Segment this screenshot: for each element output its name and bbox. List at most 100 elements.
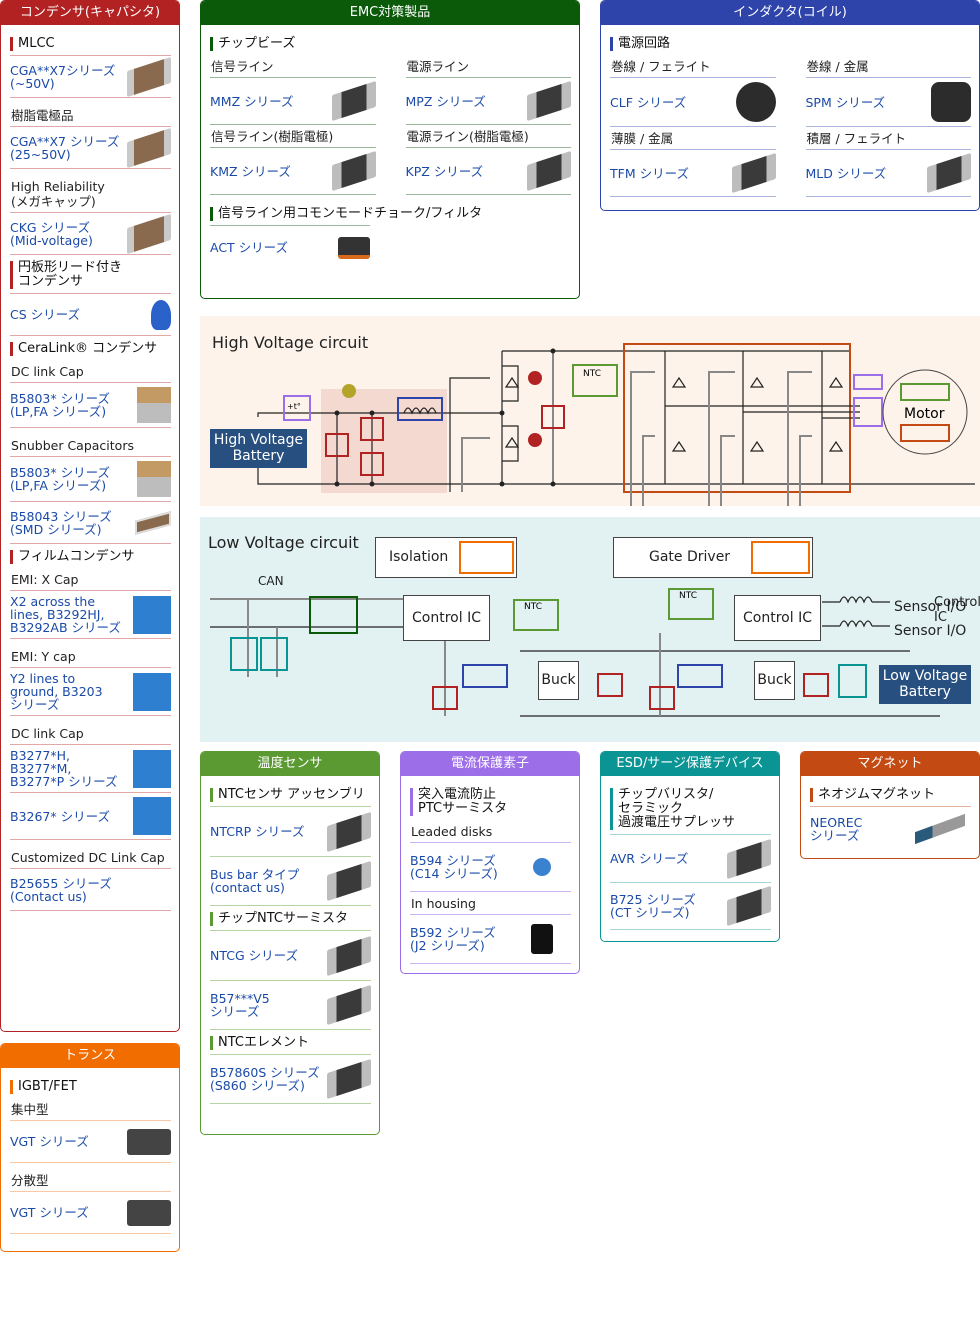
product-link[interactable]: VGT シリーズ [10,1134,89,1149]
product-link[interactable]: MPZ シリーズ [405,93,486,109]
product-link[interactable]: SPM シリーズ [805,94,886,110]
capacitor-box[interactable] [803,673,829,697]
product-link[interactable]: CS シリーズ [10,307,81,322]
control-ic-block-2[interactable]: Control IC [734,595,821,641]
product-row[interactable]: B725 シリーズ (CT シリーズ) [610,882,771,930]
ntc-box[interactable] [668,588,714,620]
isolation-block[interactable]: Isolation [375,537,517,578]
product-row[interactable]: CKG シリーズ (Mid-voltage) [10,212,171,254]
product-row[interactable]: CLF シリーズ [610,77,776,127]
product-row[interactable]: MLD シリーズ [805,149,971,197]
product-row[interactable]: MMZ シリーズ [210,77,376,125]
product-row[interactable]: CGA**X7 シリーズ (25~50V) [10,126,171,168]
capacitor-box[interactable] [360,417,384,441]
isolation-transformer-box[interactable] [459,541,514,574]
product-link[interactable]: B5803* シリーズ (LP,FA シリーズ) [10,465,110,493]
product-link[interactable]: NEOREC シリーズ [810,814,863,843]
product-row[interactable]: NTCG シリーズ [210,930,371,980]
varistor-box[interactable] [260,637,288,671]
product-row[interactable]: KPZ シリーズ [405,147,571,195]
ntc-box[interactable] [513,599,559,631]
motor-circle[interactable] [882,369,968,455]
product-row[interactable]: AVR シリーズ [610,834,771,882]
product-row[interactable]: SPM シリーズ [805,77,971,127]
hv-battery[interactable]: High Voltage Battery [210,429,307,468]
capacitor-box[interactable] [360,452,384,476]
product-link[interactable]: NTCG シリーズ [210,948,299,963]
product-link[interactable]: B594 シリーズ (C14 シリーズ) [410,853,498,881]
product-link[interactable]: MMZ シリーズ [210,93,294,109]
act-series-link[interactable]: ACT シリーズ [210,240,289,255]
varistor-box[interactable] [838,664,867,698]
product-row[interactable]: VGT シリーズ [10,1191,171,1233]
product-row[interactable]: B5803* シリーズ (LP,FA シリーズ) [10,456,171,501]
gate-driver-block[interactable]: Gate Driver [613,537,813,578]
product-row[interactable]: Bus bar タイプ (contact us) [210,856,371,906]
product-link[interactable]: B3277*H, B3277*M, B3277*P シリーズ [10,748,118,789]
product-link[interactable]: AVR シリーズ [610,851,689,866]
motor-magnet-box[interactable] [900,424,950,442]
product-link[interactable]: B57***V5 シリーズ [210,991,270,1019]
product-link[interactable]: B57860S シリーズ (S860 シリーズ) [210,1065,320,1093]
product-link[interactable]: Y2 lines to ground, B3203 シリーズ [10,671,103,712]
product-link[interactable]: VGT シリーズ [10,1205,89,1220]
product-row[interactable]: B57860S シリーズ (S860 シリーズ) [210,1054,371,1104]
inductor-box[interactable] [397,397,443,421]
product-row[interactable]: B594 シリーズ (C14 シリーズ) [410,842,571,892]
product-link[interactable]: NTCRP シリーズ [210,824,305,839]
product-link[interactable]: KMZ シリーズ [210,163,291,179]
product-row[interactable]: B3267* シリーズ [10,792,171,839]
product-row[interactable]: B25655 シリーズ (Contact us) [10,868,171,910]
igbt-module-box[interactable] [623,343,851,493]
common-mode-choke-box[interactable] [309,596,358,634]
product-row[interactable]: B592 シリーズ (J2 シリーズ) [410,914,571,964]
product-link[interactable]: X2 across the lines, B3292HJ, B3292AB シリ… [10,594,121,635]
product-link[interactable]: B3267* シリーズ [10,808,110,824]
product-row[interactable]: KMZ シリーズ [210,147,376,195]
product-link[interactable]: Bus bar タイプ (contact us) [210,867,300,895]
product-link[interactable]: CKG シリーズ (Mid-voltage) [10,219,93,248]
control-ic-block[interactable]: Control IC [403,595,490,641]
product-link[interactable]: B725 シリーズ (CT シリーズ) [610,892,696,920]
product-row[interactable]: B3277*H, B3277*M, B3277*P シリーズ [10,744,171,792]
product-row[interactable]: B58043 シリーズ (SMD シリーズ) [10,501,171,543]
gate-driver-transformer-box[interactable] [751,541,810,574]
product-row[interactable]: NTCRP シリーズ [210,806,371,856]
product-link[interactable]: B5803* シリーズ (LP,FA シリーズ) [10,391,110,419]
product-row[interactable]: X2 across the lines, B3292HJ, B3292AB シリ… [10,590,171,638]
product-row[interactable]: CGA**X7シリーズ (~50V) [10,55,171,97]
capacitor-box[interactable] [649,686,675,710]
product-link[interactable]: B25655 シリーズ (Contact us) [10,875,112,904]
buck-block[interactable]: Buck [754,661,795,700]
inductor-box[interactable] [462,664,508,688]
product-link[interactable]: CLF シリーズ [610,94,687,110]
product-link[interactable]: B592 シリーズ (J2 シリーズ) [410,925,496,953]
product-row[interactable]: VGT シリーズ [10,1120,171,1162]
product-row[interactable]: B57***V5 シリーズ [210,980,371,1030]
act-series-row[interactable]: ACT シリーズ [210,225,370,269]
product-row[interactable]: CS シリーズ [10,293,171,335]
product-link[interactable]: KPZ シリーズ [405,163,484,179]
current-sensor-box[interactable] [853,374,883,390]
product-link[interactable]: CGA**X7シリーズ (~50V) [10,62,116,91]
product-link[interactable]: MLD シリーズ [805,165,887,181]
dc-link-capacitor-box[interactable] [541,405,565,429]
capacitor-box[interactable] [597,673,623,697]
current-sensor-box[interactable] [853,397,883,427]
inductor-box[interactable] [677,664,723,688]
product-row[interactable]: Y2 lines to ground, B3203 シリーズ [10,667,171,715]
capacitor-box[interactable] [325,433,349,457]
lv-battery[interactable]: Low Voltage Battery [879,665,971,704]
product-row[interactable]: MPZ シリーズ [405,77,571,125]
product-row[interactable]: B5803* シリーズ (LP,FA シリーズ) [10,382,171,427]
varistor-box[interactable] [230,637,258,671]
product-link[interactable]: TFM シリーズ [610,165,689,181]
product-link[interactable]: B58043 シリーズ (SMD シリーズ) [10,508,112,537]
product-link[interactable]: CGA**X7 シリーズ (25~50V) [10,133,120,162]
motor-ntc-box[interactable] [900,383,950,401]
ptc-thermistor-box[interactable] [283,395,311,421]
capacitor-box[interactable] [432,686,458,710]
product-row[interactable]: TFM シリーズ [610,149,776,197]
ntc-box[interactable] [572,364,618,397]
buck-block[interactable]: Buck [538,661,579,700]
